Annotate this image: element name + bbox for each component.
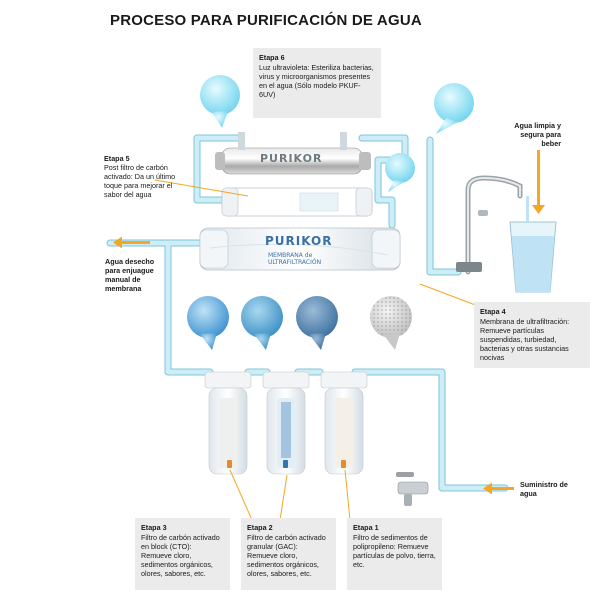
stage-6-box: Etapa 6 Luz ultravioleta: Esteriliza bac…	[253, 48, 381, 118]
drinking-faucet	[456, 175, 523, 275]
bubble-uv-stage	[200, 75, 240, 128]
uv-lamp-brand: PURIKOR	[260, 152, 323, 165]
water-glass	[509, 196, 557, 293]
stage-3-text: Filtro de carbón activado en block (CTO)…	[141, 533, 220, 578]
callout-lines	[154, 179, 479, 521]
stage-5-text: Post filtro de carbón activado: Da un úl…	[104, 163, 176, 199]
uv-sterilizer-lamp	[215, 132, 371, 175]
stage-3-box: Etapa 3 Filtro de carbón activado en blo…	[135, 518, 230, 590]
bubble-stage-2	[241, 296, 283, 350]
filter-housing-stage-2	[262, 371, 310, 475]
clean-water-label: Agua limpia y segura para beber	[514, 121, 561, 148]
stage-4-text: Membrana de ultrafiltración: Remueve par…	[480, 317, 570, 362]
stage-1-heading: Etapa 1	[353, 523, 379, 532]
supply-label: Suministro de agua	[520, 480, 568, 498]
post-carbon-filter	[221, 187, 373, 217]
bubble-after-uv	[434, 83, 474, 134]
supply-tap	[396, 472, 429, 506]
supply-arrow	[483, 482, 514, 495]
ultrafiltration-membrane	[199, 227, 401, 271]
stage-2-heading: Etapa 2	[247, 523, 273, 532]
stage-3-heading: Etapa 3	[141, 523, 167, 532]
waste-water-arrow	[113, 236, 150, 249]
filter-housing-stage-3	[204, 371, 252, 475]
stage-1-text: Filtro de sedimentos de polipropileno: R…	[353, 533, 436, 569]
stage-4-box: Etapa 4 Membrana de ultrafiltración: Rem…	[474, 302, 590, 368]
bubble-stage-1	[296, 296, 338, 350]
stage-6-text: Luz ultravioleta: Esteriliza bacterias, …	[259, 63, 374, 99]
page-title: PROCESO PARA PURIFICACIÓN DE AGUA	[110, 12, 422, 29]
bubble-raw-water	[370, 296, 412, 350]
water-pipes	[106, 134, 509, 492]
stage-5-box: Etapa 5 Post filtro de carbón activado: …	[104, 154, 190, 199]
stage-5-heading: Etapa 5	[104, 154, 130, 163]
stage-2-box: Etapa 2 Filtro de carbón activado granul…	[241, 518, 336, 590]
stage-2-text: Filtro de carbón activado granular (GAC)…	[247, 533, 326, 578]
bubble-post-carbon	[385, 153, 415, 192]
bubble-stage-3	[187, 296, 229, 350]
stage-1-box: Etapa 1 Filtro de sedimentos de poliprop…	[347, 518, 442, 590]
clean-water-arrow	[532, 150, 545, 214]
membrane-brand: PURIKOR	[265, 234, 333, 248]
filter-housing-stage-1	[320, 371, 368, 475]
waste-water-label: Agua desecho para enjuague manual de mem…	[105, 257, 155, 293]
stage-6-heading: Etapa 6	[259, 53, 285, 62]
membrane-label: MEMBRANA de ULTRAFILTRACIÓN	[268, 252, 322, 266]
stage-4-heading: Etapa 4	[480, 307, 506, 316]
